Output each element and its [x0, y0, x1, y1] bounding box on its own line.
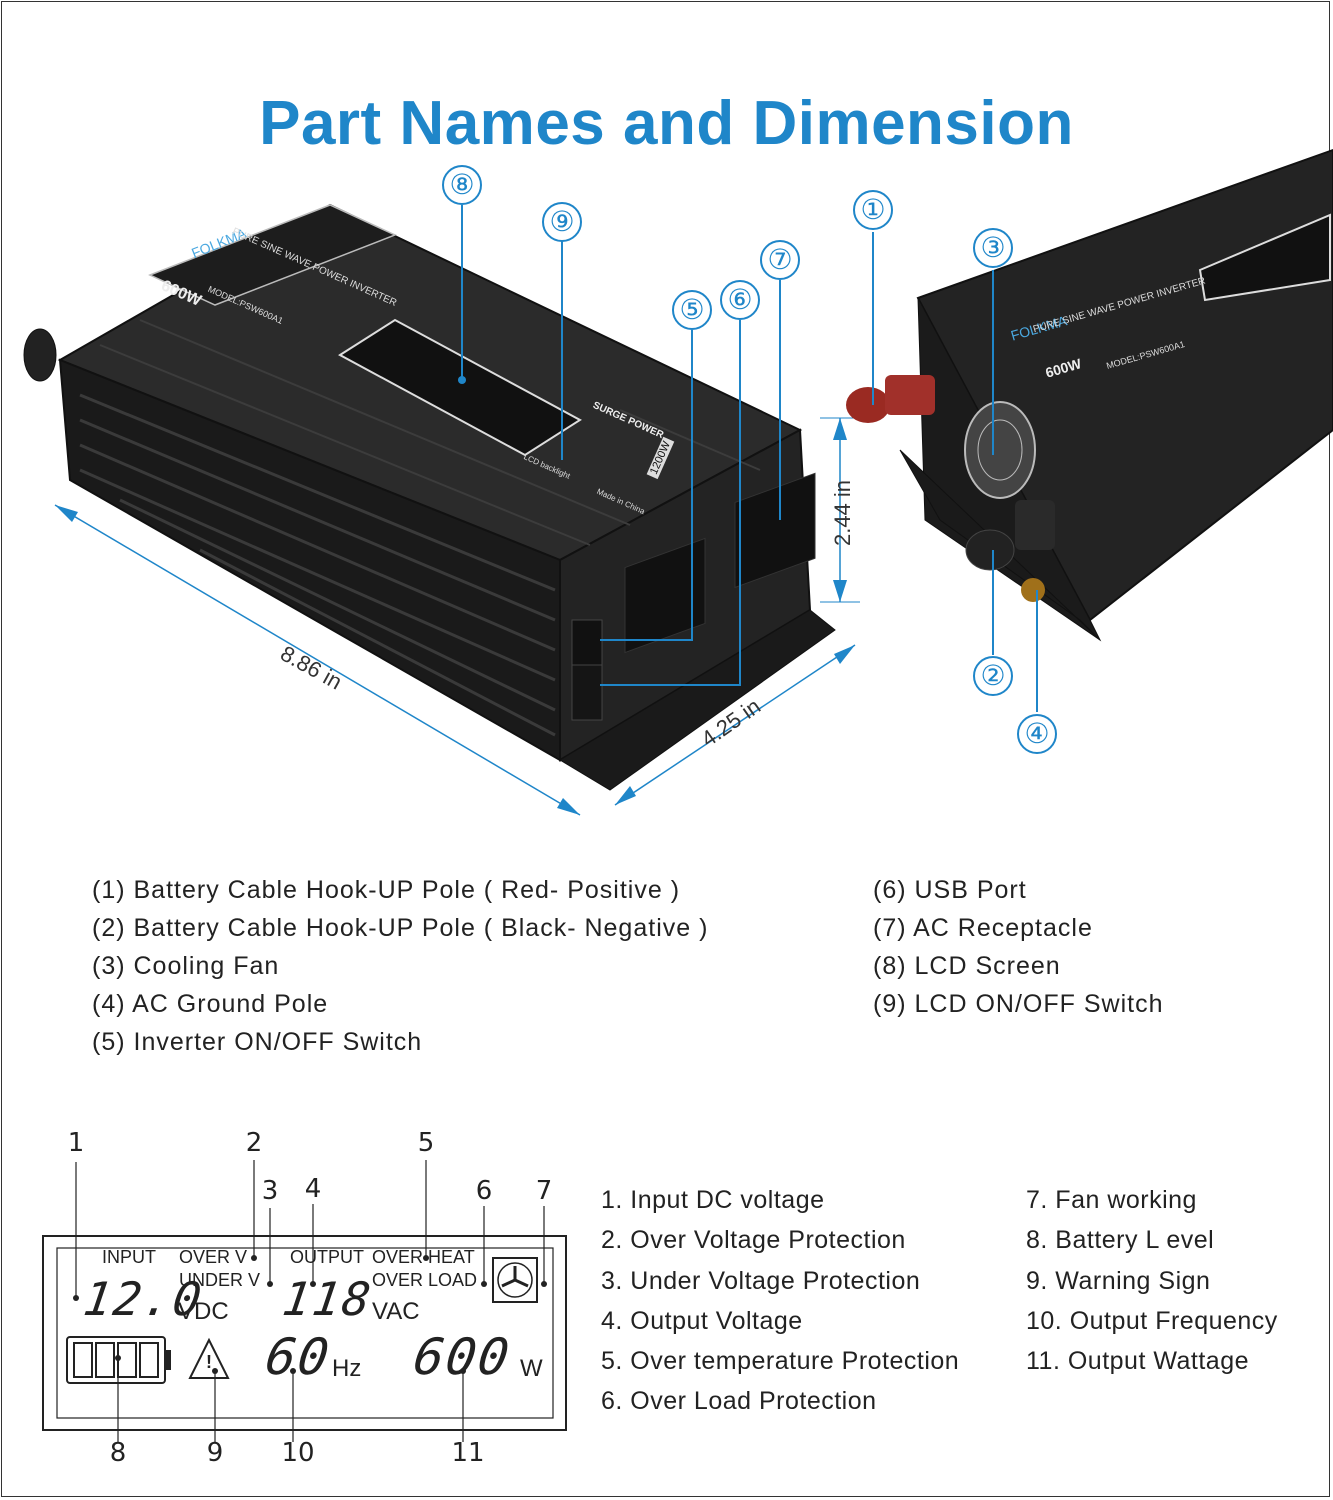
lcd-legend-right: 7. Fan working 8. Battery L evel 9. Warn…	[1026, 1180, 1278, 1381]
lcd-frequency: 60	[261, 1328, 335, 1386]
legend-item: 7. Fan working	[1026, 1186, 1197, 1214]
warning-icon: !	[206, 1352, 212, 1372]
callout-8: ⑧	[442, 165, 482, 205]
lcd-over-load-label: OVER LOAD	[372, 1270, 478, 1290]
legend-item: 3. Under Voltage Protection	[601, 1266, 921, 1295]
lcd-input-label: INPUT	[102, 1247, 156, 1267]
callout-6: ⑥	[720, 280, 760, 320]
legend-item: 8. Battery L evel	[1026, 1226, 1215, 1255]
part-item: (3) Cooling Fan	[92, 952, 280, 980]
lcd-under-v-label: UNDER V	[179, 1270, 261, 1290]
legend-item: 1. Input DC voltage	[601, 1186, 825, 1214]
callout-1: ①	[853, 190, 893, 230]
legend-item: 2. Over Voltage Protection	[601, 1226, 906, 1255]
lcd-callout-7: 7	[535, 1176, 553, 1206]
callout-9: ⑨	[542, 202, 582, 242]
lcd-callout-6: 6	[475, 1176, 493, 1206]
parts-list-right: (6) USB Port (7) AC Receptacle (8) LCD S…	[873, 871, 1163, 1023]
lcd-legend-left: 1. Input DC voltage 2. Over Voltage Prot…	[601, 1180, 959, 1422]
lcd-output-unit: VAC	[372, 1298, 420, 1325]
lcd-callout-8: 8	[109, 1438, 127, 1468]
inverter-illustration	[23, 148, 1333, 816]
lcd-input-unit: VDC	[178, 1298, 229, 1325]
right-inverter	[846, 148, 1333, 712]
lcd-callout-5: 5	[417, 1128, 435, 1158]
legend-item: 4. Output Voltage	[601, 1306, 803, 1335]
lcd-wattage: 600	[409, 1328, 515, 1386]
lcd-callout-3: 3	[261, 1176, 279, 1206]
lcd-frequency-unit: Hz	[332, 1355, 362, 1382]
page-title: Part Names and Dimension	[259, 89, 1074, 158]
lcd-callout-9: 9	[206, 1438, 224, 1468]
part-item: (4) AC Ground Pole	[92, 990, 329, 1018]
lcd-output-voltage: 118	[279, 1272, 376, 1326]
part-item: (5) Inverter ON/OFF Switch	[92, 1028, 423, 1056]
callout-3: ③	[973, 228, 1013, 268]
lcd-output-label: OUTPUT	[290, 1247, 364, 1267]
part-item: (8) LCD Screen	[873, 952, 1061, 980]
dimension-height: 2.44 in	[830, 479, 856, 547]
legend-item: 5. Over temperature Protection	[601, 1347, 960, 1376]
legend-item: 6. Over Load Protection	[601, 1387, 877, 1416]
parts-list-left: (1) Battery Cable Hook-UP Pole ( Red- Po…	[92, 871, 708, 1061]
left-inverter	[23, 203, 860, 816]
legend-item: 9. Warning Sign	[1026, 1266, 1211, 1295]
legend-item: 11. Output Wattage	[1026, 1347, 1250, 1376]
lcd-callout-2: 2	[245, 1128, 263, 1158]
callout-7: ⑦	[760, 240, 800, 280]
callout-2: ②	[973, 656, 1013, 696]
lcd-callout-11: 11	[451, 1438, 485, 1468]
lcd-callout-4: 4	[304, 1174, 322, 1204]
lcd-callout-10: 10	[281, 1438, 315, 1468]
part-item: (2) Battery Cable Hook-UP Pole ( Black- …	[92, 914, 709, 942]
part-item: (9) LCD ON/OFF Switch	[873, 990, 1164, 1018]
part-item: (1) Battery Cable Hook-UP Pole ( Red- Po…	[92, 876, 681, 904]
part-item: (6) USB Port	[873, 876, 1027, 904]
lcd-wattage-unit: W	[520, 1355, 543, 1382]
lcd-callout-1: 1	[67, 1128, 85, 1158]
callout-4: ④	[1017, 714, 1057, 754]
callout-5: ⑤	[672, 290, 712, 330]
part-item: (7) AC Receptacle	[873, 914, 1093, 942]
legend-item: 10. Output Frequency	[1026, 1306, 1278, 1335]
lcd-over-heat-label: OVER HEAT	[372, 1247, 475, 1267]
lcd-over-v-label: OVER V	[179, 1247, 248, 1267]
